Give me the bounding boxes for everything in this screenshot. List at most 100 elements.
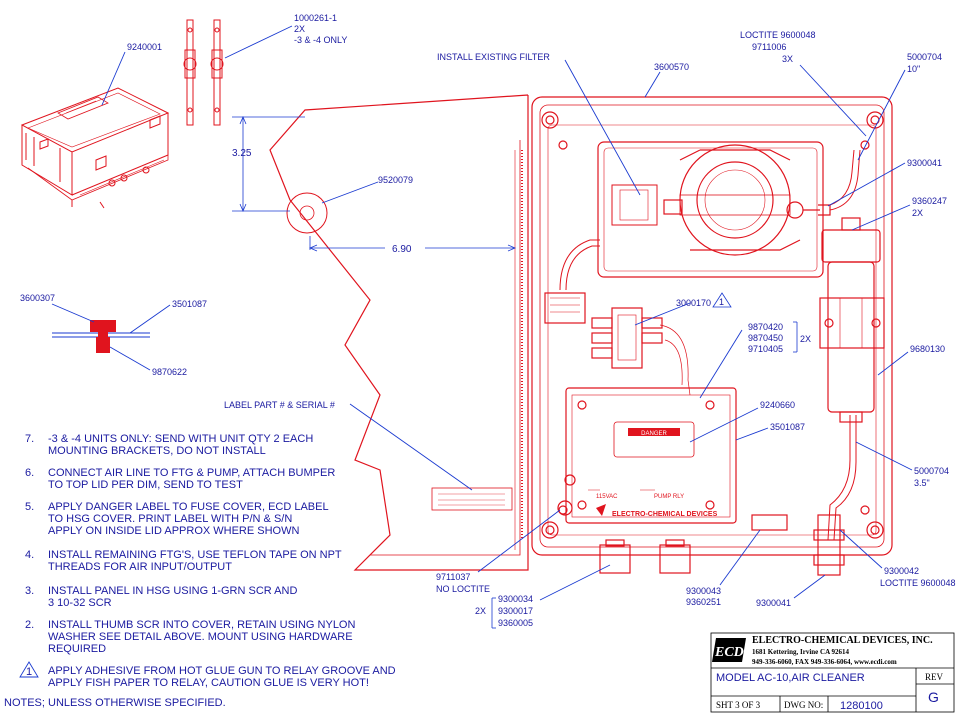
note-7-num: 7.: [25, 433, 34, 445]
note-1-num: 1: [26, 666, 32, 678]
callout-9300034-group: 9300034 9300017 9360005 2X: [475, 564, 611, 629]
note-7-line1: -3 & -4 UNITS ONLY: SEND WITH UNIT QTY 2…: [48, 433, 313, 445]
callout-3501087-left: 3501087: [172, 299, 207, 309]
callout-9870420-group: 9870420 9870450 9710405 2X: [699, 321, 811, 399]
callout-9300041-bot-text: 9300041: [756, 598, 791, 608]
panel-pump-text: PUMP RLY: [654, 494, 684, 500]
callout-9870622: 9870622: [152, 367, 187, 377]
callout-3000170-text: 3000170: [676, 298, 711, 308]
dimension-vertical: [232, 115, 305, 213]
callout-9680130: 9680130: [877, 344, 945, 376]
dwg-number: 1280100: [840, 700, 883, 712]
panel-danger-label: DANGER: [628, 428, 680, 437]
loctite-bot-text: LOCTITE 9600048: [880, 578, 956, 588]
callout-9710405-text: 9710405: [748, 344, 783, 354]
callout-9360247-qty: 2X: [912, 208, 923, 218]
callout-9300042-text: 9300042: [884, 566, 919, 576]
callout-9300042: 9300042 LOCTITE 9600048: [839, 529, 956, 588]
callout-3501087-right-text: 3501087: [770, 422, 805, 432]
panel-vac-text: 115VAC: [596, 494, 618, 500]
note-3-num: 3.: [25, 585, 34, 597]
callout-9240660: 9240660: [689, 400, 795, 443]
note-4-num: 4.: [25, 549, 34, 561]
callout-9300034-text: 9300034: [498, 594, 533, 604]
callout-9360247-text: 9360247: [912, 196, 947, 206]
callout-1000261: 1000261-1 2X -3 & -4 ONLY: [224, 13, 347, 59]
callout-9711006-text: 9711006: [752, 42, 786, 52]
callout-5000704-bot-text: 5000704: [914, 466, 949, 476]
note-1-line1: APPLY ADHESIVE FROM HOT GLUE GUN TO RELA…: [48, 665, 396, 677]
callout-1000261-note: -3 & -4 ONLY: [294, 35, 347, 45]
callout-98-qty: 2X: [800, 334, 811, 344]
drawing-model-title: MODEL AC-10,AIR CLEANER: [716, 672, 865, 684]
callout-9240660-text: 9240660: [760, 400, 795, 410]
panel-brand: ELECTRO-CHEMICAL DEVICES: [596, 504, 718, 518]
company-contact: 949-336-6060, FAX 949-336-6064, www.ecdi…: [752, 658, 897, 666]
no-loctite-text: NO LOCTITE: [436, 584, 490, 594]
callout-3000170: 3000170 1: [634, 292, 732, 326]
callout-1000261-qty: 2X: [294, 24, 305, 34]
note-4-line1: INSTALL REMAINING FTG'S, USE TEFLON TAPE…: [48, 549, 342, 561]
notes-footer: NOTES; UNLESS OTHERWISE SPECIFIED.: [4, 697, 226, 709]
note-6-line1: CONNECT AIR LINE TO FTG & PUMP, ATTACH B…: [48, 467, 335, 479]
note-1-line2: APPLY FISH PAPER TO RELAY, CAUTION GLUE …: [48, 677, 369, 689]
callout-9520079-text: 9520079: [378, 175, 413, 185]
install-filter-text: INSTALL EXISTING FILTER: [437, 52, 550, 62]
panel-danger-text: DANGER: [641, 431, 667, 437]
callout-9711037-text: 9711037: [436, 572, 470, 582]
callout-3501087-right: 3501087: [735, 422, 805, 441]
company-address: 1681 Kettering, Irvine CA 92614: [752, 648, 850, 656]
note-3-line1: INSTALL PANEL IN HSG USING 1-GRN SCR AND: [48, 585, 297, 597]
callout-9870420-text: 9870420: [748, 322, 783, 332]
enclosure-lid: [269, 94, 529, 571]
rev-label: REV: [925, 672, 944, 682]
callout-3600570-text: 3600570: [654, 62, 689, 72]
loctite-top-text: LOCTITE 9600048: [740, 30, 816, 40]
callout-3000170-flag: 1: [719, 297, 724, 307]
callout-9711006-qty: 3X: [782, 54, 793, 64]
rev-value: G: [928, 689, 939, 705]
callout-9300017-text: 9300017: [498, 606, 533, 616]
enclosure-base: [531, 96, 893, 576]
ecd-logo: ECD: [712, 638, 746, 662]
note-1-flag-icon: [19, 661, 39, 678]
note-5-line3: APPLY ON INSIDE LID APPROX WHERE SHOWN: [48, 525, 299, 537]
mounting-brackets: [183, 19, 224, 126]
callout-9870450-text: 9870450: [748, 333, 783, 343]
dimension-6-90: 6.90: [392, 244, 412, 255]
callout-9680130-text: 9680130: [910, 344, 945, 354]
company-name: ELECTRO-CHEMICAL DEVICES, INC.: [752, 635, 933, 646]
ecd-logo-text: ECD: [714, 645, 744, 660]
callout-9360247: 9360247 2X: [851, 196, 947, 231]
isometric-enclosure: [20, 87, 170, 209]
callout-9300041-top-text: 9300041: [907, 158, 942, 168]
note-5-line1: APPLY DANGER LABEL TO FUSE COVER, ECD LA…: [48, 501, 329, 513]
note-2-num: 2.: [25, 619, 34, 631]
note-6-line2: TO TOP LID PER DIM, SEND TO TEST: [48, 479, 243, 491]
sheet-number: SHT 3 OF 3: [716, 700, 761, 710]
note-5-line2: TO HSG COVER. PRINT LABEL WITH P/N & S/N: [48, 513, 292, 525]
callout-install-filter: INSTALL EXISTING FILTER: [437, 52, 641, 196]
dimension-horizontal: [308, 236, 517, 252]
callout-9240001: 9240001: [101, 42, 162, 106]
callout-9240001-text: 9240001: [127, 42, 162, 52]
note-6-num: 6.: [25, 467, 34, 479]
callout-5000704-top-len: 10": [907, 64, 920, 74]
callout-9520079: 9520079: [321, 175, 413, 204]
callout-93-qty: 2X: [475, 606, 486, 616]
thumb-screw-detail: [51, 303, 171, 371]
callout-3600570: 3600570: [644, 62, 689, 98]
callout-9300043: 9300043 9360251: [686, 529, 761, 607]
dimension-3-25: 3.25: [232, 148, 252, 159]
label-part-serial-text: LABEL PART # & SERIAL #: [224, 400, 335, 410]
note-2-line2: WASHER SEE DETAIL ABOVE. MOUNT USING HAR…: [48, 631, 353, 643]
callout-3600307: 3600307: [20, 293, 55, 303]
label-part-serial: LABEL PART # & SERIAL #: [224, 400, 473, 491]
callout-9300043-text: 9300043: [686, 586, 721, 596]
callout-9360005-text: 9360005: [498, 618, 533, 628]
panel-brand-text: ELECTRO-CHEMICAL DEVICES: [612, 511, 718, 518]
callout-5000704-top: 5000704 10": [857, 52, 942, 161]
callout-9711006: LOCTITE 9600048 9711006 3X: [740, 30, 867, 137]
